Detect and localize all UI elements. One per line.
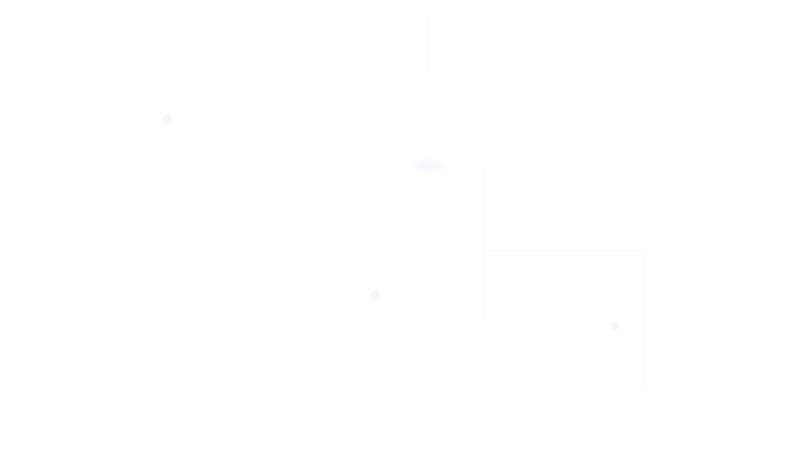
- faint-dot: [162, 114, 172, 124]
- faint-vertical-line: [428, 14, 429, 70]
- faint-vertical-line: [484, 168, 485, 320]
- faint-smudge: [414, 160, 444, 172]
- faint-vertical-line: [643, 252, 644, 388]
- faint-dot: [370, 290, 380, 300]
- faint-horizontal-line: [486, 250, 642, 251]
- faint-dot: [611, 322, 619, 330]
